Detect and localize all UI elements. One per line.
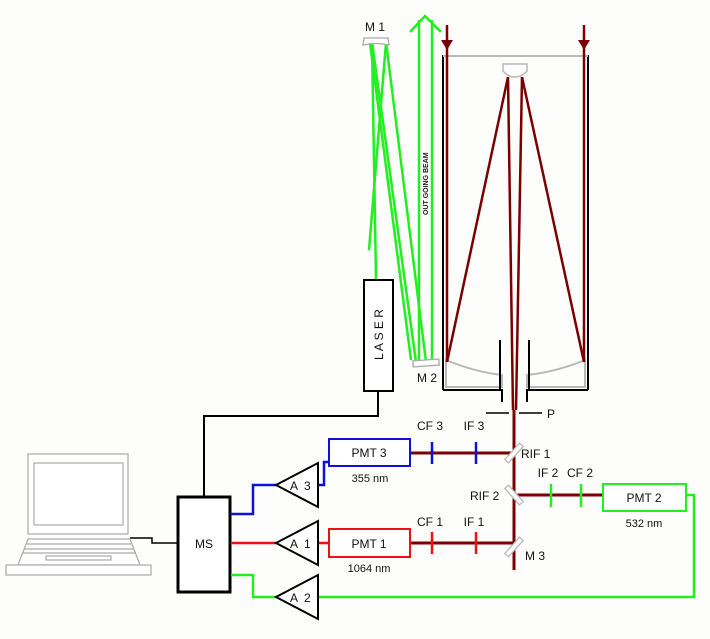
laser-box: [363, 279, 394, 392]
amplifier-a1: [273, 519, 319, 567]
dichroic-rif1: [503, 442, 525, 464]
primary-mirror-left: [445, 358, 503, 388]
pmt2-label: PMT 2: [626, 491, 661, 505]
wire-355-pmt: [318, 460, 329, 487]
pmt3-box: [328, 438, 411, 467]
primary-mirror-right: [526, 358, 586, 388]
amp-a2-label: A 2: [290, 591, 311, 605]
laser-trigger-wire: [203, 391, 379, 496]
mirror-m2: [412, 358, 440, 368]
if1-label: IF 1: [464, 515, 485, 529]
pinhole-label: P: [547, 407, 555, 421]
ms-label: MS: [195, 537, 213, 551]
if2-label: IF 2: [538, 466, 559, 480]
amplifier-a3: [273, 461, 319, 509]
m1-label: M 1: [365, 20, 385, 34]
cf3-label: CF 3: [417, 419, 443, 433]
computer-cable: [130, 537, 177, 544]
secondary-mirror: [502, 63, 528, 78]
telescope: [442, 55, 589, 402]
rif2-label: RIF 2: [470, 489, 500, 503]
focus-right: [514, 76, 524, 411]
wire-532: [231, 573, 276, 599]
pmt3-wavelength: 355 nm: [352, 473, 389, 485]
pmt1-label: PMT 1: [351, 537, 386, 551]
pmt1-wavelength: 1064 nm: [348, 563, 391, 575]
focus-left: [506, 76, 515, 411]
wire-355: [231, 483, 276, 516]
pmt2-wavelength: 532 nm: [626, 518, 663, 530]
arrow-down-icon: [441, 40, 453, 50]
laser-label: L A S E R: [372, 309, 386, 360]
amp-a1-label: A 1: [290, 537, 311, 551]
amplifier-a2: [273, 573, 319, 621]
pmt1-box: [328, 528, 411, 558]
wire-532-pmt: [318, 493, 696, 599]
reflect-right: [520, 76, 586, 363]
mirror-m1: [362, 37, 390, 46]
dichroic-rif2: [503, 484, 525, 506]
arrow-up-icon: [409, 14, 442, 33]
m3-label: M 3: [525, 549, 545, 563]
cf2-label: CF 2: [567, 466, 593, 480]
mirror-m3: [503, 536, 525, 558]
laser-beam-path: [367, 14, 442, 363]
reflect-left: [445, 76, 510, 363]
laptop-icon: [5, 453, 152, 576]
amp-a3-label: A 3: [290, 479, 311, 493]
cf1-label: CF 1: [417, 515, 443, 529]
rif1-label: RIF 1: [521, 447, 551, 461]
telescope-bottom-left: [443, 389, 503, 402]
arrow-down-icon: [578, 40, 590, 50]
if3-label: IF 3: [464, 419, 485, 433]
m2-label: M 2: [417, 371, 437, 385]
pmt2-box: [602, 483, 687, 512]
pmt3-label: PMT 3: [351, 446, 386, 460]
outgoing-beam-label: OUT GOING BEAM: [423, 152, 430, 215]
telescope-bottom-right: [526, 389, 588, 402]
pinhole: P: [486, 407, 555, 421]
ms-box: [176, 495, 232, 594]
